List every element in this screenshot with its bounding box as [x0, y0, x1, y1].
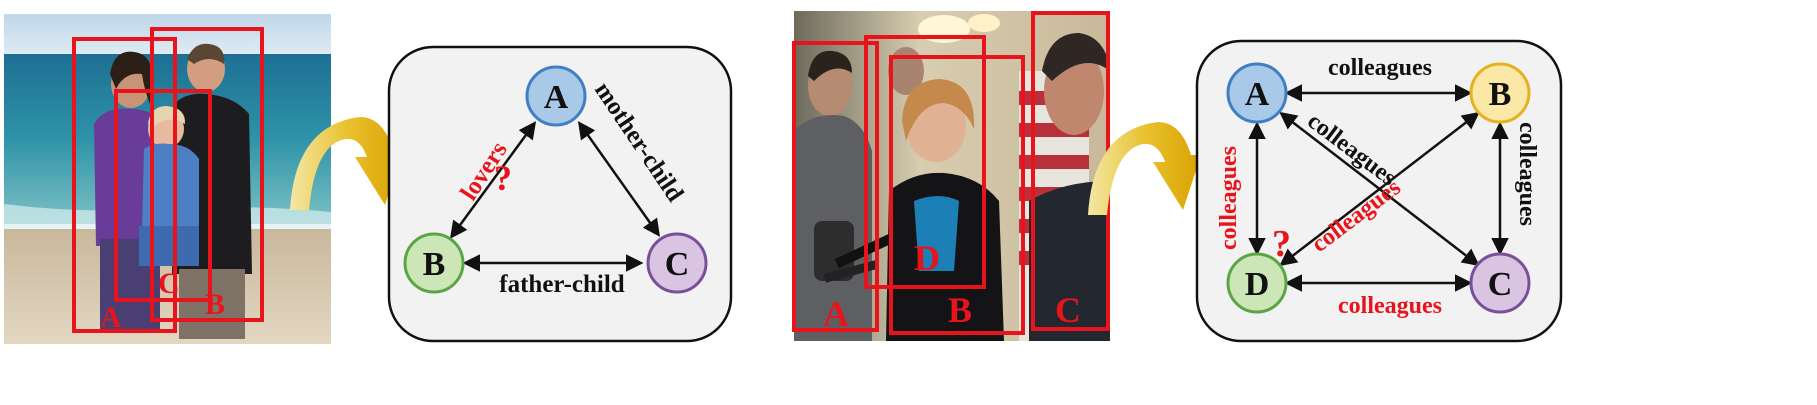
- right-transition-arrow: [1088, 122, 1201, 215]
- box-a-label: A: [100, 301, 122, 334]
- node-b: B: [403, 232, 465, 294]
- box-a: [72, 37, 177, 333]
- edge-a-b-label: colleagues: [1328, 55, 1432, 81]
- box-b: [889, 55, 1025, 335]
- box-c-label: C: [158, 267, 180, 300]
- edge-d-c-label: colleagues: [1338, 293, 1442, 319]
- edge-d-b: [1279, 111, 1480, 267]
- node-b: B: [1469, 62, 1531, 124]
- node-d: D: [1226, 252, 1288, 314]
- box-a-label: A: [823, 294, 849, 334]
- node-a-label: A: [544, 79, 569, 116]
- edge-a-b: [449, 121, 537, 239]
- node-a-label: A: [1245, 76, 1270, 113]
- edge-d-b-query: ?: [1272, 223, 1291, 265]
- node-a: A: [1226, 62, 1288, 124]
- node-c: C: [1469, 252, 1531, 314]
- edge-b-c-label: father-child: [499, 271, 625, 298]
- right-photo-boxes: A D B C: [792, 11, 1110, 335]
- box-b-label: B: [948, 290, 972, 330]
- node-b-label: B: [423, 246, 446, 283]
- box-b-label: B: [205, 288, 225, 321]
- node-c-label: C: [665, 246, 690, 283]
- node-d-label: D: [1245, 266, 1270, 303]
- right-relation-graph: A B C D colleagues colleagues colleagues…: [1195, 39, 1563, 343]
- node-c-label: C: [1488, 266, 1513, 303]
- box-d: [864, 35, 986, 289]
- edge-a-c: [577, 121, 661, 237]
- left-relation-graph: A B C lovers ? mother-child father-child: [387, 45, 733, 343]
- box-a: [792, 41, 879, 332]
- box-d-label: D: [914, 238, 940, 278]
- box-c-label: C: [1055, 290, 1081, 330]
- node-a: A: [525, 65, 587, 127]
- edge-b-c-label: colleagues: [1514, 122, 1540, 226]
- node-c: C: [646, 232, 708, 294]
- box-b: [150, 27, 264, 322]
- left-photo-boxes: A B C: [72, 27, 264, 334]
- left-photo: [4, 14, 331, 344]
- node-b-label: B: [1489, 76, 1512, 113]
- left-transition-arrow: [290, 117, 403, 210]
- box-c: [114, 89, 212, 302]
- edge-a-b-query: ?: [494, 158, 512, 198]
- edge-a-d-label: colleagues: [1216, 146, 1242, 250]
